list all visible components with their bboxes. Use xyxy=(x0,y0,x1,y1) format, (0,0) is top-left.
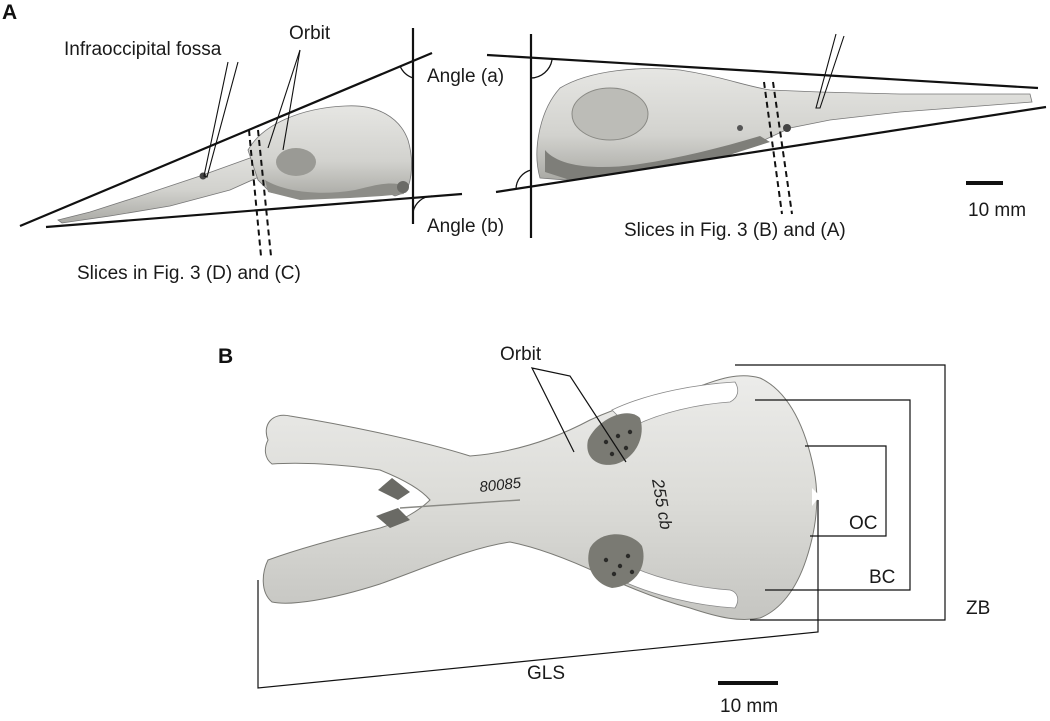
dorsal-midline xyxy=(399,499,521,509)
angle-b-arc xyxy=(412,195,433,213)
label-zb: ZB xyxy=(966,598,991,619)
dorsal-occipital-notch xyxy=(812,488,820,506)
oc-bracket xyxy=(805,445,887,537)
panel-a-right-callouts xyxy=(815,33,845,109)
dorsal-upper-orbit xyxy=(587,413,642,465)
right-angle-upper-arc xyxy=(530,59,553,79)
label-infraoccipital-fossa: Infraoccipital fossa xyxy=(64,39,222,60)
panel-a-right-slices xyxy=(763,81,793,215)
right-slice-a xyxy=(772,81,793,215)
label-scale-b: 10 mm xyxy=(720,696,779,717)
left-skull-zygoma xyxy=(265,180,404,200)
dorsal-nasal-notch-upper xyxy=(378,478,410,500)
label-angle-b: Angle (b) xyxy=(427,216,505,237)
left-skull-condyle xyxy=(397,181,409,193)
label-bc: BC xyxy=(869,567,896,588)
label-scale-a: 10 mm xyxy=(968,200,1027,221)
left-slice-c xyxy=(257,129,272,257)
panel-a-right-skull xyxy=(536,68,1033,181)
dorsal-right-zygomatic-opening xyxy=(611,565,739,609)
right-skull-hole-2 xyxy=(737,125,743,131)
specimen-number-1: 80085 xyxy=(479,475,523,496)
b-orbit-callout xyxy=(530,367,627,463)
zb-bracket xyxy=(735,364,946,621)
panel-a-left-lines xyxy=(19,28,463,229)
panel-a-left-callouts xyxy=(203,49,301,178)
panel-a-left-slices xyxy=(248,129,272,257)
label-orbit-a: Orbit xyxy=(289,23,331,44)
orbit-callout-1 xyxy=(267,49,301,149)
right-upper-tangent xyxy=(486,53,1039,90)
left-slice-d xyxy=(248,129,262,257)
right-angle-lower-arc xyxy=(515,169,532,190)
orbit-callout-2 xyxy=(282,49,301,151)
panel-a-letter: A xyxy=(2,1,18,24)
dorsal-left-zygomatic-opening xyxy=(611,381,739,429)
left-lower-tangent xyxy=(45,192,463,229)
panel-a-right-lines xyxy=(486,34,1047,238)
dorsal-skull-body xyxy=(262,375,818,621)
label-orbit-b: Orbit xyxy=(500,344,542,365)
panel-a-left-skull xyxy=(57,105,412,224)
left-skull-orbit xyxy=(276,148,316,176)
label-slices-ba: Slices in Fig. 3 (B) and (A) xyxy=(624,220,846,241)
panel-b-skull: 80085 255 cb xyxy=(262,375,820,621)
panel-a-left-angle-arcs xyxy=(399,65,433,213)
right-skull-cranium xyxy=(536,68,1033,181)
label-oc: OC xyxy=(849,513,878,534)
left-upper-tangent xyxy=(19,51,433,228)
right-fossa-callout xyxy=(815,33,845,109)
panel-a-right-angle-arcs xyxy=(515,59,553,190)
gls-line xyxy=(257,500,819,689)
label-angle-a: Angle (a) xyxy=(427,66,505,87)
infraoccipital-callout xyxy=(203,61,239,178)
right-lower-tangent xyxy=(495,105,1047,194)
right-skull-lower-shadow xyxy=(545,136,770,180)
right-slice-b xyxy=(763,81,783,215)
right-skull-hole-1 xyxy=(783,124,791,132)
angle-a-arc xyxy=(399,65,414,79)
panel-b-measure-lines xyxy=(257,364,946,689)
label-slices-dc: Slices in Fig. 3 (D) and (C) xyxy=(77,263,301,284)
label-gls: GLS xyxy=(527,663,566,684)
bc-bracket xyxy=(755,399,911,591)
right-skull-orbit xyxy=(571,87,649,141)
orbit-dots xyxy=(603,429,635,577)
dorsal-lower-orbit xyxy=(588,534,644,588)
panel-b-letter: B xyxy=(218,345,234,368)
dorsal-nasal-notch-lower xyxy=(376,508,410,528)
